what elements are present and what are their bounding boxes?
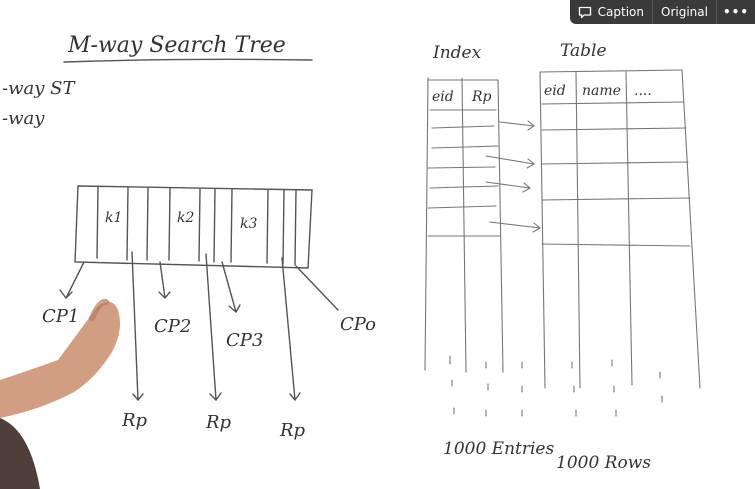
title-underline — [63, 58, 313, 63]
index-count-label: 1000 Entries — [443, 439, 554, 459]
more-icon: ••• — [722, 5, 749, 19]
record-pointer-label-3: Rp — [279, 420, 306, 441]
caption-button[interactable]: Caption — [570, 0, 652, 24]
child-arrow-3 — [221, 261, 241, 314]
table-col-name: name — [582, 83, 621, 99]
record-arrow-1 — [131, 251, 144, 402]
table-col-more: .... — [634, 83, 652, 99]
left-note-1: -way ST — [2, 78, 76, 99]
original-button[interactable]: Original — [652, 0, 716, 24]
data-table — [539, 69, 701, 389]
index-table — [424, 77, 504, 373]
node-key-2: k2 — [177, 210, 194, 226]
index-heading: Index — [432, 43, 482, 63]
index-row-arrow-4 — [489, 221, 541, 233]
child-arrow-1 — [59, 261, 85, 300]
record-arrow-2 — [205, 253, 222, 402]
child-arrow-4 — [295, 265, 339, 311]
original-label: Original — [661, 5, 708, 19]
index-row-arrow-1 — [499, 120, 535, 131]
video-toolbar: Caption Original ••• — [569, 0, 755, 24]
node-key-1: k1 — [105, 210, 122, 226]
child-pointer-label-4: CPo — [340, 314, 376, 335]
left-note-2: -way — [2, 108, 45, 129]
record-pointer-label-2: Rp — [205, 412, 232, 433]
record-pointer-label-1: Rp — [121, 410, 148, 431]
index-col-eid: eid — [432, 89, 454, 105]
child-arrow-2 — [158, 261, 171, 300]
table-count-label: 1000 Rows — [556, 453, 651, 473]
continuation-dots — [449, 355, 663, 417]
more-options-button[interactable]: ••• — [715, 0, 755, 24]
child-pointer-label-2: CP2 — [154, 316, 191, 337]
tree-node — [74, 185, 313, 269]
child-pointer-label-1: CP1 — [42, 306, 79, 327]
board-title: M-way Search Tree — [67, 33, 286, 58]
node-key-3: k3 — [240, 216, 257, 232]
caption-icon — [578, 6, 591, 18]
presenter-hand — [0, 298, 120, 489]
index-col-rp: Rp — [471, 89, 492, 105]
index-row-arrow-2 — [485, 155, 535, 169]
table-col-eid: eid — [544, 83, 566, 99]
record-arrow-3 — [281, 257, 301, 402]
index-row-arrow-3 — [485, 181, 531, 193]
child-pointer-label-3: CP3 — [226, 330, 263, 351]
table-heading: Table — [560, 41, 607, 61]
caption-label: Caption — [597, 5, 645, 19]
